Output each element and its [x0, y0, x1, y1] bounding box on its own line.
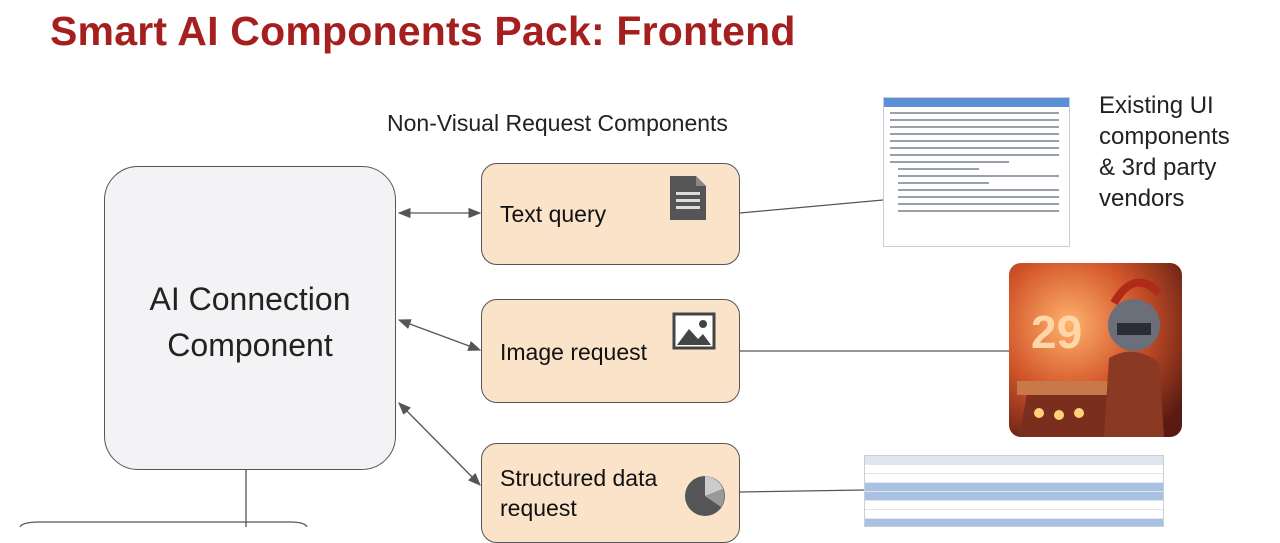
document-window-thumbnail: [883, 97, 1070, 247]
page-title: Smart AI Components Pack: Frontend: [50, 8, 796, 54]
main-label-line2: Component: [167, 327, 333, 363]
image-icon: [672, 312, 716, 350]
link-text-thumb: [739, 199, 884, 214]
generated-image-thumbnail: 29: [1009, 263, 1182, 437]
section-label: Non-Visual Request Components: [387, 110, 728, 136]
link-table-thumb: [739, 489, 865, 493]
text-query-label: Text query: [500, 201, 607, 227]
bottom-box-edge: [19, 521, 308, 527]
ai-connection-component-label: AI Connection Component: [104, 276, 396, 368]
main-label-line1: AI Connection: [149, 281, 351, 317]
structured-data-request-label: Structured data request: [500, 463, 657, 523]
pie-chart-icon: [685, 476, 725, 516]
connector-layer: [19, 199, 1009, 527]
edge-image-request: [397, 319, 482, 351]
ai-connection-component-box: [104, 166, 396, 470]
structured-label-line2: request: [500, 495, 577, 521]
data-grid-thumbnail: [864, 455, 1164, 527]
edge-structured-request: [398, 402, 481, 486]
image-request-label: Image request: [500, 339, 648, 365]
svg-text:29: 29: [1031, 306, 1082, 358]
document-icon: [670, 176, 706, 220]
existing-ui-legend: Existing UI components & 3rd party vendo…: [1099, 92, 1230, 212]
structured-label-line1: Structured data: [500, 465, 658, 491]
